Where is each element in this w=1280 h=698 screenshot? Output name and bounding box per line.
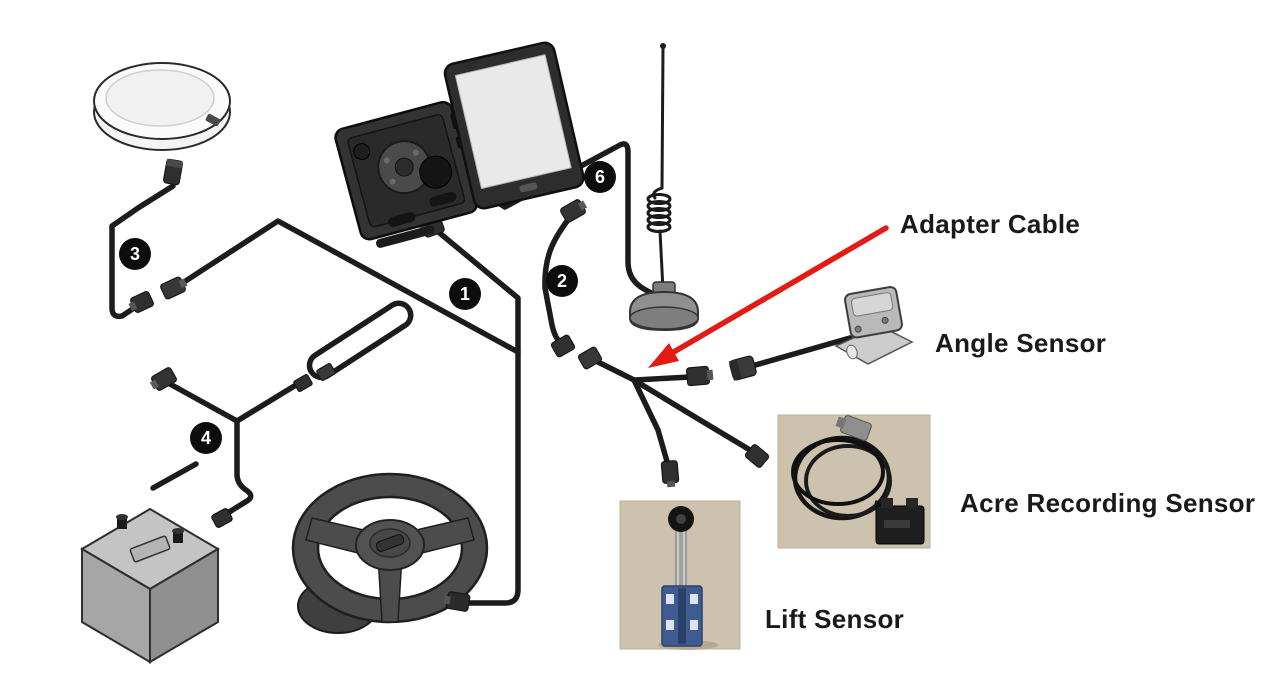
connector <box>660 460 680 488</box>
connector <box>316 363 336 381</box>
angle-sensor-label: Angle Sensor <box>935 328 1106 358</box>
callout-badge-2: 2 <box>546 265 578 297</box>
connector <box>560 199 588 223</box>
svg-text:4: 4 <box>201 428 211 448</box>
callout-badge-6: 6 <box>584 161 616 193</box>
svg-text:2: 2 <box>557 271 567 291</box>
tablet-screen <box>454 54 572 190</box>
lift-sensor-label: Lift Sensor <box>765 604 904 634</box>
connector <box>744 444 770 468</box>
battery <box>80 507 220 664</box>
red-pointer-arrow <box>648 225 889 368</box>
whip-antenna <box>629 43 699 332</box>
svg-text:1: 1 <box>460 284 470 304</box>
connector <box>443 591 471 612</box>
angle-sensor <box>728 285 914 381</box>
svg-text:3: 3 <box>130 244 140 264</box>
adapter-cable-harness <box>577 346 770 488</box>
power-cable-4 <box>149 300 414 528</box>
connector <box>293 374 313 392</box>
connector <box>686 365 714 387</box>
extension-cable-2 <box>542 199 588 358</box>
battery-terminal <box>116 514 128 529</box>
connector <box>211 508 233 528</box>
battery-terminal <box>172 528 184 543</box>
callout-badge-4: 4 <box>190 422 222 454</box>
callout-badge-3: 3 <box>119 238 151 270</box>
connector <box>728 355 757 381</box>
connector <box>550 334 576 358</box>
antenna-connector <box>163 158 183 186</box>
cable-loop <box>306 300 414 381</box>
tablet-display <box>443 41 585 210</box>
acre-recording-sensor-label: Acre Recording Sensor <box>960 488 1255 518</box>
acre-recording-sensor-photo <box>777 414 931 549</box>
callout-badge-1: 1 <box>449 278 481 310</box>
connector <box>577 346 603 370</box>
connector <box>128 291 154 313</box>
connector <box>149 367 177 391</box>
connector <box>160 276 188 300</box>
knob <box>419 155 453 189</box>
display-console-back <box>334 100 479 248</box>
gps-cable-3 <box>109 183 521 355</box>
steering-wheel-motor <box>291 472 489 634</box>
gps-antenna-dome <box>93 62 231 186</box>
connector <box>835 415 872 441</box>
adapter-cable-label: Adapter Cable <box>900 209 1080 239</box>
svg-text:6: 6 <box>595 167 605 187</box>
lift-sensor-photo <box>619 500 741 650</box>
